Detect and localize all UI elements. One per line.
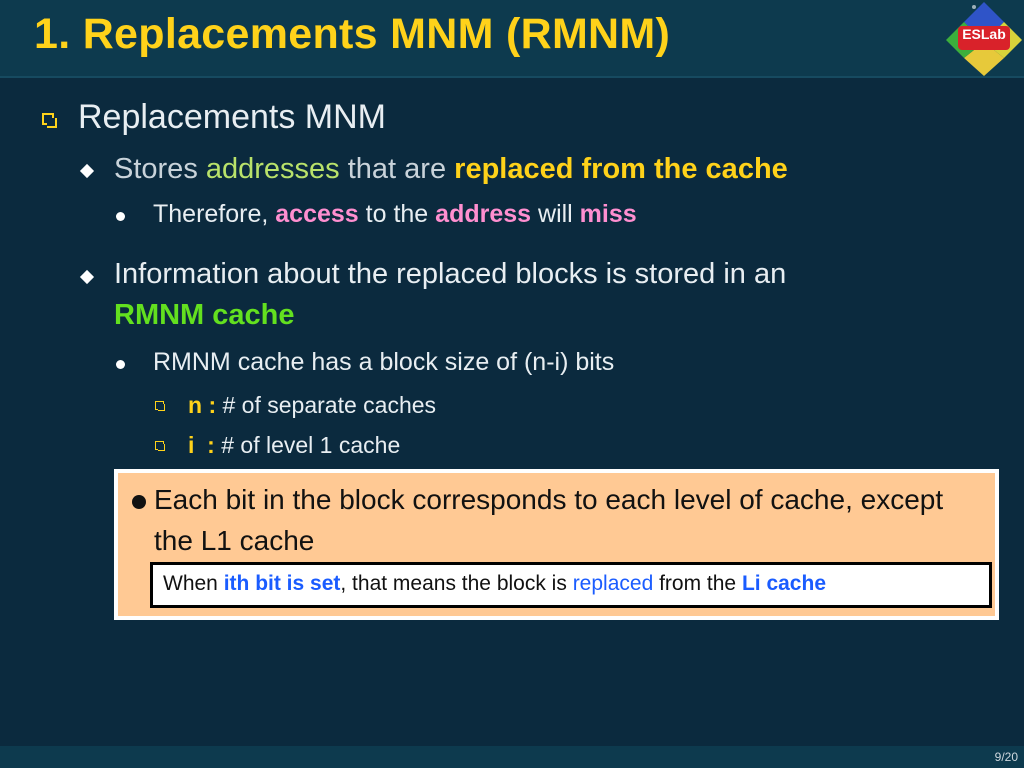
text-to-the: to the <box>358 200 436 228</box>
callout-inner-note: When ith bit is set, that means the bloc… <box>150 562 992 608</box>
sub-i-level1-cache: i : # of level 1 cache <box>188 432 400 459</box>
bullet-information-line1: Information about the replaced blocks is… <box>114 258 787 290</box>
page-number: 9/20 <box>994 750 1018 764</box>
square-bullet-icon <box>42 113 57 128</box>
sub-therefore-access: Therefore, access to the address will mi… <box>153 200 637 229</box>
bullet-rmnm-cache: RMNM cache <box>114 299 295 331</box>
text-when: When <box>163 572 224 595</box>
bullet-stores-addresses: Stores addresses that are replaced from … <box>114 153 788 186</box>
text-separate-caches: # of separate caches <box>222 392 437 418</box>
text-miss: miss <box>579 200 637 228</box>
text-address: address <box>435 200 532 228</box>
text-that-means: , that means the block is <box>340 572 573 595</box>
text-replaced-from-cache: replaced from the cache <box>454 153 788 185</box>
text-li-cache: Li cache <box>741 572 826 595</box>
text-addresses: addresses <box>205 153 340 185</box>
black-dot-bullet-icon <box>132 495 146 509</box>
dot-bullet-icon <box>116 360 125 369</box>
text-level1-cache: # of level 1 cache <box>221 432 401 458</box>
callout-box: Each bit in the block corresponds to eac… <box>114 469 999 620</box>
eslab-logo: ESLab <box>944 0 1024 78</box>
text-stores: Stores <box>114 153 206 185</box>
text-will: will <box>531 200 580 228</box>
dot-bullet-icon <box>116 212 125 221</box>
text-access: access <box>275 200 359 228</box>
square-bullet-icon <box>155 401 165 411</box>
text-that-are: that are <box>339 153 455 185</box>
title-bar: 1. Replacements MNM (RMNM) ESLab <box>0 0 1024 78</box>
text-therefore: Therefore, <box>153 200 276 228</box>
footer-bar: 9/20 <box>0 746 1024 768</box>
diamond-bullet-icon <box>79 269 95 285</box>
diamond-bullet-icon <box>79 163 95 179</box>
text-replaced: replaced <box>572 572 654 595</box>
text-from-the: from the <box>653 572 742 595</box>
text-ith-bit-set: ith bit is set <box>223 572 341 595</box>
heading-replacements-mnm: Replacements MNM <box>78 98 386 136</box>
sub-n-separate-caches: n : # of separate caches <box>188 392 436 419</box>
sub-rmnm-block-size: RMNM cache has a block size of (n-i) bit… <box>153 348 615 376</box>
logo-puzzle-icon <box>946 2 1022 76</box>
square-bullet-icon <box>155 441 165 451</box>
page-title: 1. Replacements MNM (RMNM) <box>34 10 671 58</box>
label-i: i : <box>188 432 222 458</box>
callout-text: Each bit in the block corresponds to eac… <box>154 484 944 556</box>
label-n: n : <box>188 392 223 418</box>
